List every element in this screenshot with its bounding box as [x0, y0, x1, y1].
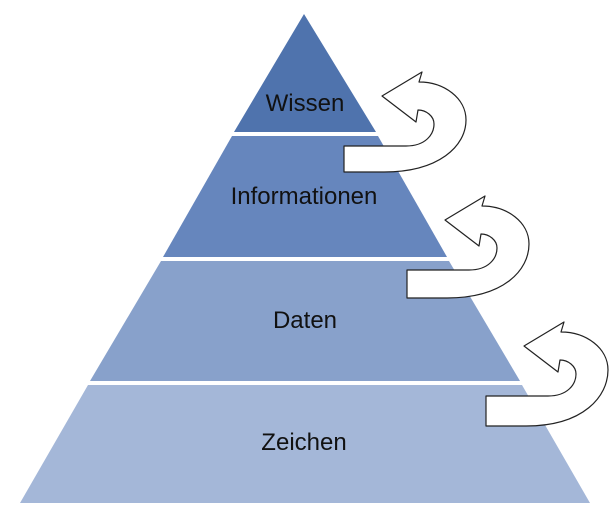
label-zeichen: Zeichen: [261, 429, 347, 456]
label-wissen: Wissen: [265, 90, 345, 117]
curved-arrow-icon: [485, 321, 609, 427]
level-zeichen: [20, 385, 590, 503]
label-daten: Daten: [272, 307, 338, 334]
curved-arrow-icon: [343, 71, 467, 173]
label-informationen: Informationen: [230, 183, 378, 210]
level-wissen: [234, 14, 376, 132]
curved-arrow-icon: [406, 195, 530, 299]
